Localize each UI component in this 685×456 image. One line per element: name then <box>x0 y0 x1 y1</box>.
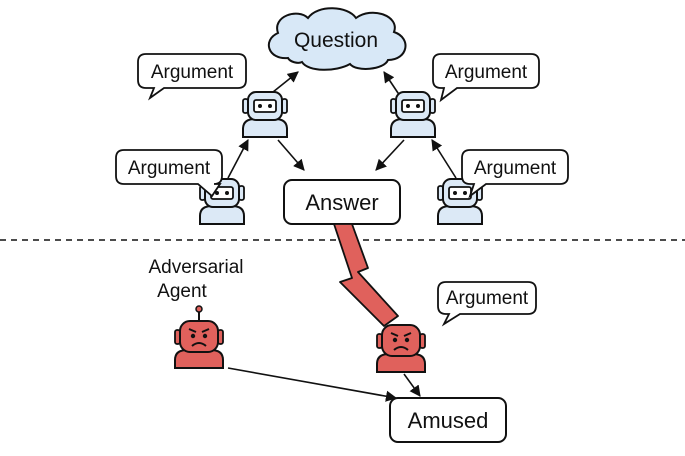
adversarial-robot-icon <box>174 320 224 369</box>
adversarial-agent-label: Agent <box>157 281 207 302</box>
speech-bubble: Argument <box>461 149 569 199</box>
bubble-text: Argument <box>445 62 528 83</box>
lower-arrows <box>227 367 421 402</box>
speech-bubble: Argument <box>432 53 540 103</box>
arrow-adversary-to-amused <box>227 367 398 402</box>
bubble-text: Argument <box>151 62 234 83</box>
speech-bubble: Argument <box>437 281 537 327</box>
antenna-tip <box>195 305 203 313</box>
robot-icon <box>390 91 436 138</box>
speech-bubble: Argument <box>115 149 223 198</box>
amused-box <box>389 397 507 443</box>
bubble-text: Argument <box>128 158 211 179</box>
bubble-text: Argument <box>474 158 557 179</box>
arrow-right-agent-to-question <box>383 71 401 97</box>
speech-bubble: Argument <box>137 53 247 101</box>
attacked-robot-icon <box>376 324 426 373</box>
arrow-agent-to-amused <box>403 373 421 397</box>
answer-label: Answer <box>305 190 378 215</box>
robot-icon <box>242 91 288 138</box>
amused-label: Amused <box>408 408 489 433</box>
arrow-right-lower-agent-to-right-agent <box>431 139 457 179</box>
arrow-left-lower-agent-to-left-agent <box>227 139 249 179</box>
lightning-bolt-icon <box>333 223 399 327</box>
arrow-right-agent-to-answer <box>375 139 405 171</box>
upper-arrows <box>227 71 457 179</box>
adversarial-agent-label: Adversarial <box>148 257 243 278</box>
arrow-left-agent-to-answer <box>277 139 305 171</box>
bubble-text: Argument <box>446 288 529 309</box>
question-cloud <box>267 7 407 71</box>
question-label: Question <box>294 29 378 52</box>
